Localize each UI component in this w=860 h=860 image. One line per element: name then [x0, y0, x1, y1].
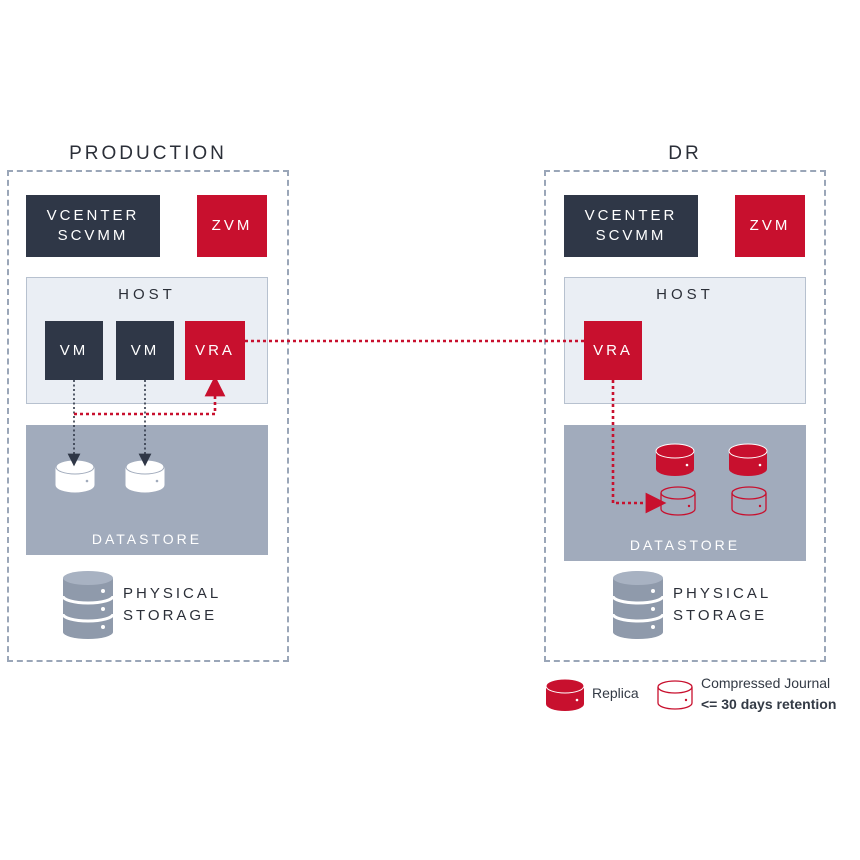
journal-disk-icon — [731, 486, 767, 516]
replica-disk-icon — [655, 443, 695, 476]
journal-retention-label: <= 30 days retention — [701, 696, 837, 712]
dr-site-frame — [544, 170, 826, 662]
journal-legend-label: Compressed Journal — [701, 675, 831, 691]
datastore-title: DATASTORE — [91, 531, 203, 547]
dr-site-title: DR — [668, 143, 702, 164]
production-site-frame — [7, 170, 289, 662]
production-vm-2[interactable]: VM — [116, 321, 174, 380]
production-zvm-box[interactable]: ZVM — [197, 195, 267, 257]
dr-vra[interactable]: VRA — [584, 321, 642, 380]
vm-label: VM — [130, 341, 160, 359]
host-title: HOST — [118, 286, 176, 303]
vm-label: VM — [59, 341, 89, 359]
replica-legend-icon — [545, 678, 585, 711]
disk-icon — [125, 459, 165, 493]
journal-legend-icon — [657, 680, 693, 710]
vra-label: VRA — [195, 341, 235, 359]
replica-disk-icon — [728, 443, 768, 476]
production-vm-1[interactable]: VM — [45, 321, 103, 380]
storage-stack-icon — [611, 571, 665, 639]
write-capture-connector — [74, 375, 226, 416]
storage-stack-icon — [61, 571, 115, 639]
host-title: HOST — [656, 286, 714, 303]
dr-host: HOST — [564, 277, 806, 404]
production-site-title: PRODUCTION — [69, 143, 227, 164]
replica-legend-label: Replica — [592, 685, 639, 701]
zvm-label: ZVM — [749, 217, 791, 234]
disk-icon — [55, 459, 95, 493]
dr-zvm-box[interactable]: ZVM — [735, 195, 805, 257]
production-vra[interactable]: VRA — [185, 321, 245, 380]
dr-vra-to-journal-connector — [611, 380, 667, 514]
zvm-label: ZVM — [211, 217, 253, 234]
datastore-title: DATASTORE — [629, 537, 741, 553]
vra-label: VRA — [593, 341, 633, 359]
